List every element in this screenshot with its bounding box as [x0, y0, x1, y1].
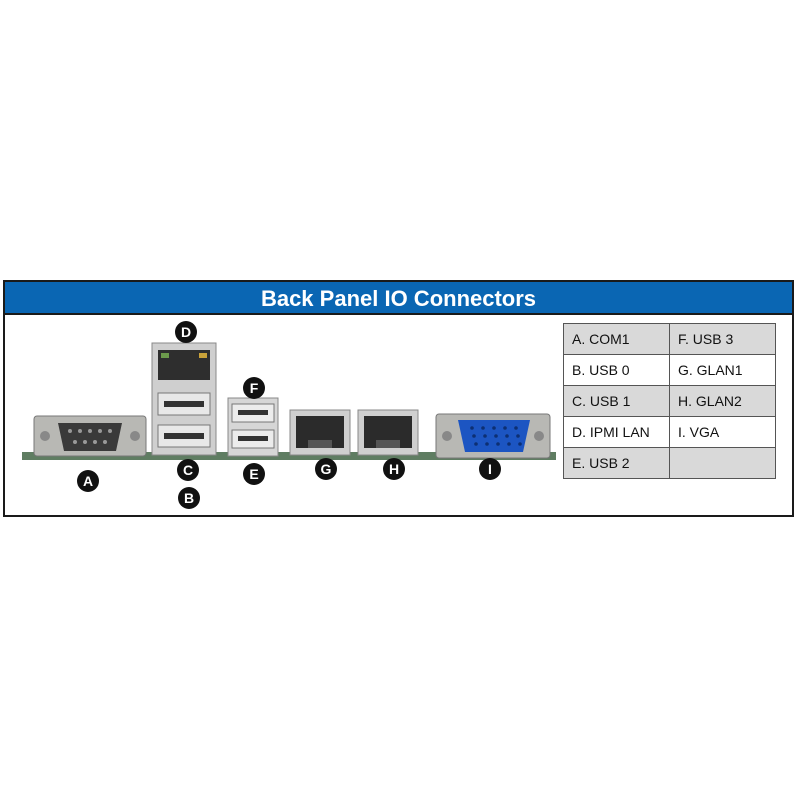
table-row: B. USB 0 G. GLAN1 — [563, 354, 776, 386]
marker-c: C — [177, 459, 199, 481]
com-port — [33, 415, 147, 457]
vga-port — [435, 413, 551, 459]
legend-cell: I. VGA — [669, 416, 776, 448]
connector-legend-table: A. COM1 F. USB 3 B. USB 0 G. GLAN1 C. US… — [563, 323, 776, 479]
table-row: A. COM1 F. USB 3 — [563, 323, 776, 355]
glan1-port — [289, 409, 351, 456]
glan2-port — [357, 409, 419, 456]
marker-d: D — [175, 321, 197, 343]
legend-cell: E. USB 2 — [563, 447, 670, 479]
table-row: C. USB 1 H. GLAN2 — [563, 385, 776, 417]
marker-g: G — [315, 458, 337, 480]
marker-h: H — [383, 458, 405, 480]
legend-cell: H. GLAN2 — [669, 385, 776, 417]
legend-cell: A. COM1 — [563, 323, 670, 355]
ipmi-lan-usb-stack — [151, 342, 217, 456]
table-row: E. USB 2 — [563, 447, 776, 479]
legend-cell: B. USB 0 — [563, 354, 670, 386]
diagram-title: Back Panel IO Connectors — [5, 282, 792, 315]
marker-f: F — [243, 377, 265, 399]
legend-cell: C. USB 1 — [563, 385, 670, 417]
usb-stack — [227, 397, 279, 457]
legend-cell: D. IPMI LAN — [563, 416, 670, 448]
marker-b: B — [178, 487, 200, 509]
legend-cell — [669, 447, 776, 479]
legend-cell: G. GLAN1 — [669, 354, 776, 386]
legend-cell: F. USB 3 — [669, 323, 776, 355]
marker-a: A — [77, 470, 99, 492]
motherboard-edge — [22, 452, 556, 460]
marker-e: E — [243, 463, 265, 485]
table-row: D. IPMI LAN I. VGA — [563, 416, 776, 448]
marker-i: I — [479, 458, 501, 480]
